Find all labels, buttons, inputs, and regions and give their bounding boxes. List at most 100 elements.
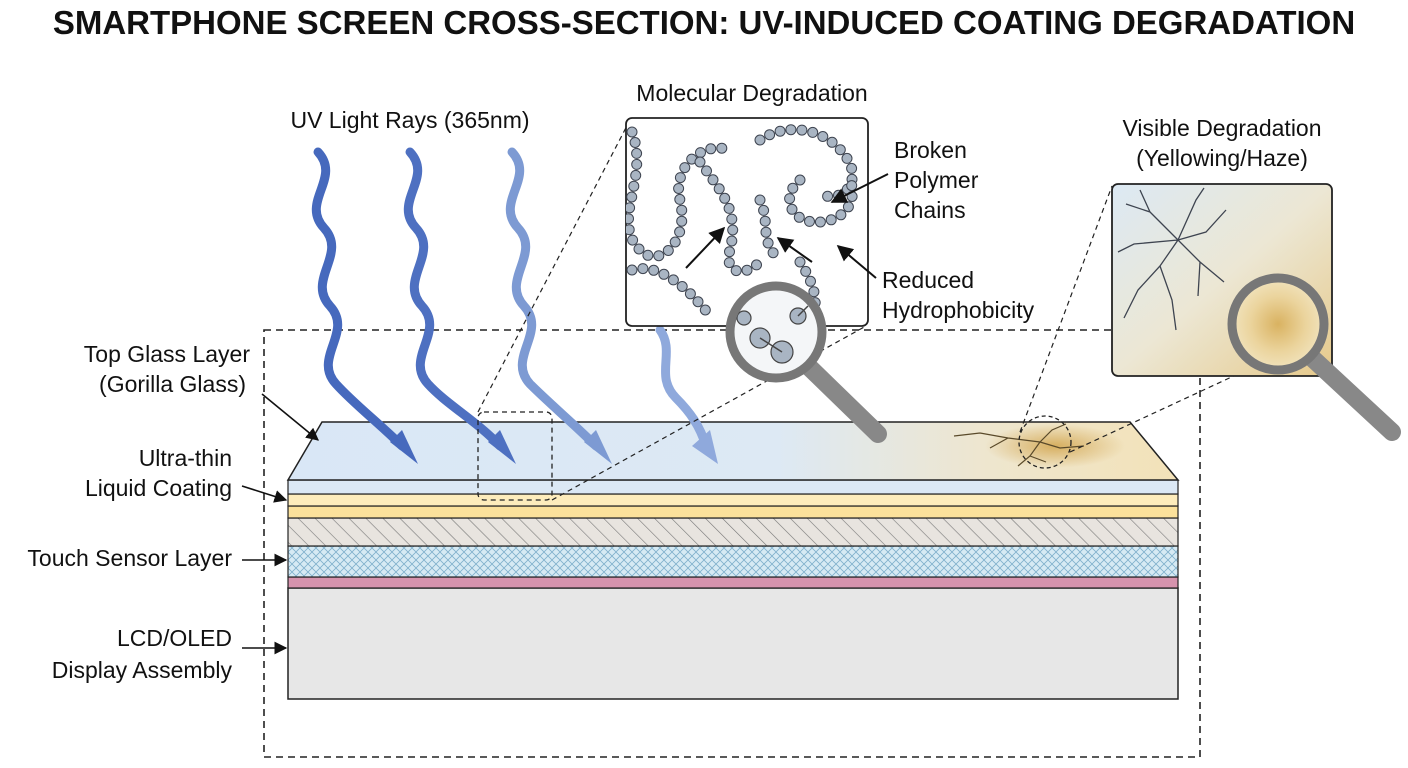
inner-arrow-2 [776, 237, 813, 263]
polymer-bead [834, 144, 846, 156]
polymer-bead [631, 158, 643, 170]
polymer-bead [701, 165, 712, 177]
polymer-bead [673, 183, 685, 194]
polymer-bead [796, 124, 808, 136]
polymer-bead [629, 137, 641, 148]
magnifier-handle-2 [1301, 347, 1401, 441]
polymer-bead [800, 265, 812, 277]
reduced-label-1: Reduced [882, 267, 974, 293]
polymer-bead [846, 180, 858, 192]
polymer-bead [662, 245, 674, 256]
projection-line-left [477, 119, 631, 413]
magnifier-lens [725, 281, 827, 383]
polymer-bead [807, 126, 819, 138]
polymer-bead [808, 286, 820, 298]
polymer-bead [626, 191, 638, 203]
polymer-bead [741, 264, 753, 276]
polymer-bead [626, 224, 635, 236]
magnifier-visible [1227, 273, 1401, 441]
hatched-layer [287, 517, 1179, 547]
polymer-bead [764, 129, 776, 141]
glass-arrow [261, 393, 319, 441]
visible-label-2: (Yellowing/Haze) [1136, 145, 1308, 171]
glass-label-2: (Gorilla Glass) [99, 371, 246, 397]
broken-label-3: Chains [894, 197, 966, 223]
polymer-bead [794, 174, 806, 186]
polymer-bead [716, 142, 728, 154]
coating-layer-thin [287, 479, 1179, 495]
uv-ray-4 [655, 325, 711, 451]
polymer-bead [794, 256, 806, 268]
polymer-bead [754, 134, 766, 146]
polymer-bead [642, 249, 654, 261]
polymer-bead [724, 246, 735, 258]
molecular-label: Molecular Degradation [636, 80, 867, 106]
polymer-bead [760, 226, 772, 238]
uv-ray-3 [505, 147, 601, 451]
coating-label-2: Liquid Coating [85, 475, 232, 501]
polymer-bead [667, 274, 679, 286]
polymer-bead [754, 194, 766, 206]
polymer-bead [707, 174, 719, 186]
uv-ray-4-head [692, 430, 718, 464]
visible-label-1: Visible Degradation [1122, 115, 1321, 141]
polymer-bead [822, 190, 834, 202]
polymer-bead [726, 235, 738, 247]
polymer-bead [817, 131, 829, 142]
polymer-bead [719, 192, 731, 204]
polymer-bead [630, 169, 642, 181]
polymer-bead [637, 263, 649, 275]
polymer-bead [805, 275, 816, 287]
polymer-bead [628, 180, 640, 192]
page-title: SMARTPHONE SCREEN CROSS-SECTION: UV-INDU… [53, 4, 1355, 41]
reduced-hydrophobicity-arrow [836, 244, 877, 279]
polymer-bead [787, 182, 799, 194]
uv-ray-3-head [584, 430, 612, 464]
uv-ray-1 [311, 147, 407, 451]
touch-sensor-layer [287, 545, 1179, 578]
polymer-bead [793, 211, 805, 223]
polymer-bead [784, 193, 796, 205]
polymer-bead [786, 203, 798, 215]
lens-molecules [736, 305, 809, 364]
polymer-bead [835, 209, 847, 221]
polymer-bead [674, 172, 686, 184]
screen-slab [286, 415, 1180, 700]
magnifier-molecular [725, 281, 887, 443]
polymer-bead [692, 296, 704, 308]
broken-label-1: Broken [894, 137, 967, 163]
coating-label-1: Ultra-thin [139, 445, 232, 471]
uv-label: UV Light Rays (365nm) [290, 107, 529, 133]
polymer-bead [846, 162, 858, 174]
polymer-bead [695, 147, 706, 159]
magnifier-lens-2 [1227, 273, 1329, 375]
polymer-bead [762, 237, 774, 249]
polymer-bead [727, 224, 739, 236]
polymer-bead [653, 250, 665, 262]
polymer-bead [684, 288, 696, 300]
polymer-bead [758, 204, 770, 216]
coating-layer-lower [287, 505, 1179, 519]
polymer-bead [626, 202, 636, 214]
inset-cracks [1117, 187, 1227, 331]
polymer-bead [626, 126, 638, 138]
polymer-bead [705, 143, 717, 155]
polymer-bead [751, 259, 762, 271]
polymer-bead [841, 152, 853, 164]
polymer-bead [825, 214, 837, 226]
glass-label-1: Top Glass Layer [84, 341, 251, 367]
polymer-bead [842, 201, 854, 213]
visible-projection-right [1069, 373, 1239, 453]
display-label-2: Display Assembly [52, 657, 233, 683]
polymer-bead [626, 264, 638, 276]
uv-ray-2 [403, 147, 505, 451]
polymer-bead [676, 281, 688, 292]
polymer-bead [676, 204, 688, 216]
coating-layer-upper [287, 493, 1179, 507]
display-layer [287, 587, 1179, 700]
reduced-label-2: Hydrophobicity [882, 297, 1035, 323]
pink-layer [287, 576, 1179, 589]
visible-projection-left [1019, 185, 1113, 433]
polymer-bead [648, 264, 660, 276]
